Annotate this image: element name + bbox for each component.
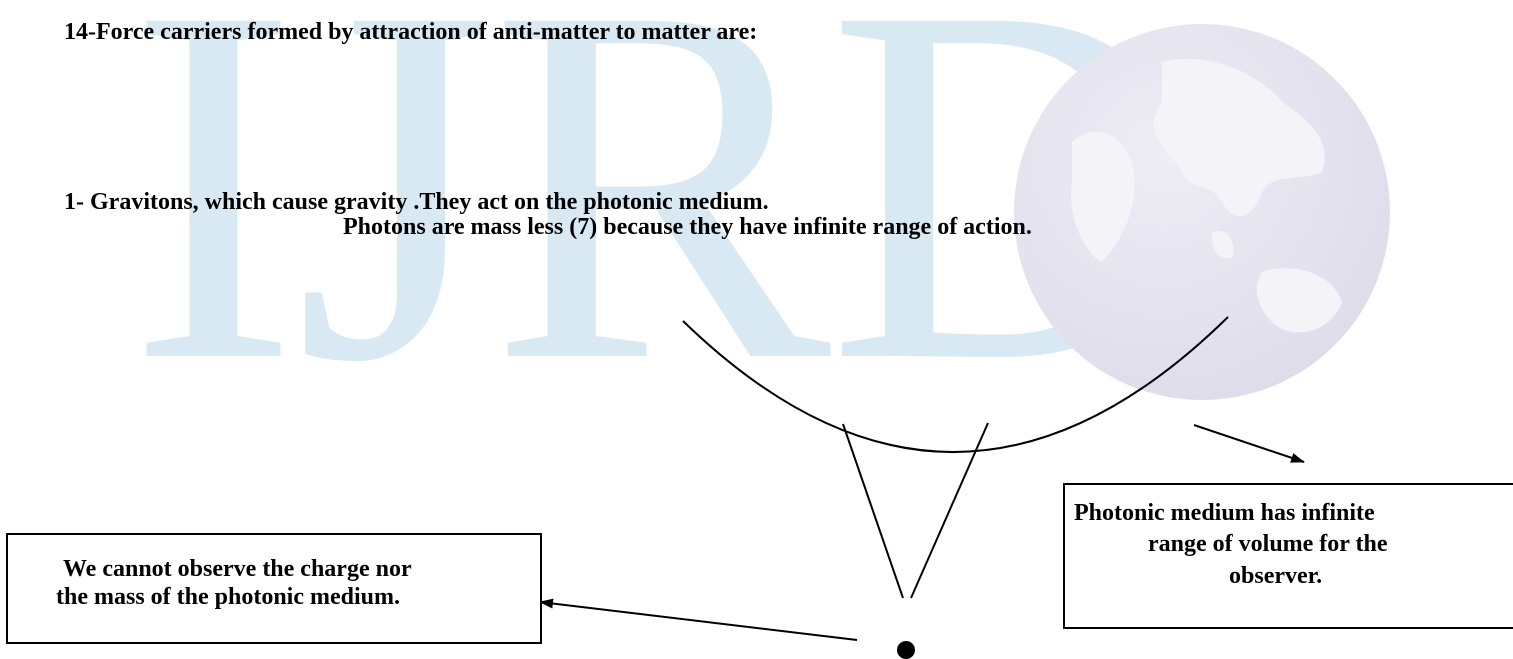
right-box-line-2: range of volume for the <box>1148 531 1388 557</box>
funnel-left-line <box>842 423 904 599</box>
heading: 14-Force carriers formed by attraction o… <box>64 19 758 45</box>
right-box-line-1: Photonic medium has infinite <box>1074 500 1375 526</box>
right-callout-box: Photonic medium has infinite range of vo… <box>1063 483 1513 629</box>
arrow-to-right-box <box>1193 424 1305 463</box>
observer-dot <box>897 641 915 659</box>
left-box-line-2: the mass of the photonic medium. <box>56 584 401 610</box>
curved-arc <box>682 316 1229 453</box>
arrow-to-left-box <box>539 598 858 641</box>
funnel-right-line <box>910 422 989 599</box>
item-1-line-2: Photons are mass less (7) because they h… <box>343 214 1032 240</box>
right-box-line-3: observer. <box>1229 563 1323 589</box>
globe-icon <box>1014 24 1390 400</box>
left-callout-box: We cannot observe the charge nor the mas… <box>6 533 542 644</box>
left-box-line-1: We cannot observe the charge nor <box>63 556 412 582</box>
item-1-line-1: 1- Gravitons, which cause gravity .They … <box>64 189 769 215</box>
